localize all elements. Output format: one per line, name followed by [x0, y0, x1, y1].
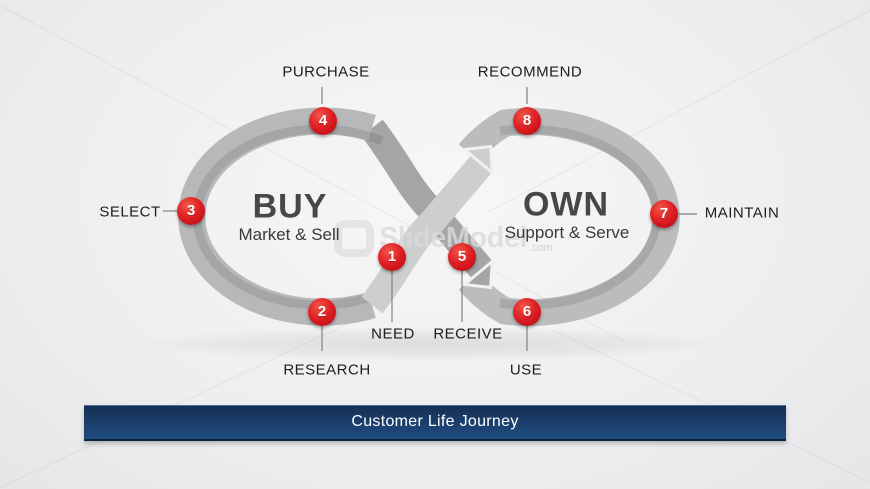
step-label-maintain: MAINTAIN: [704, 204, 780, 222]
watermark-suffix: .com: [529, 242, 553, 254]
step-label-use: USE: [509, 361, 543, 379]
step-label-receive: RECEIVE: [433, 325, 503, 343]
title-banner: Customer Life Journey: [84, 405, 786, 441]
own-subtitle: Support & Serve: [504, 223, 630, 242]
step-badge-6: 6: [513, 298, 541, 326]
buy-subtitle: Market & Sell: [238, 225, 340, 244]
step-label-recommend: RECOMMEND: [477, 63, 583, 81]
step-badge-4: 4: [309, 107, 337, 135]
step-label-purchase: PURCHASE: [282, 63, 370, 81]
under-ribbon-arrowhead-icon: [461, 257, 494, 290]
step-badge-1: 1: [378, 243, 406, 271]
step-badge-5: 5: [448, 243, 476, 271]
leader-lines: [163, 87, 697, 351]
step-badge-2: 2: [308, 298, 336, 326]
step-label-select: SELECT: [99, 203, 161, 221]
step-label-need: NEED: [371, 325, 415, 343]
title-banner-label: Customer Life Journey: [351, 413, 519, 430]
step-badge-7: 7: [650, 200, 678, 228]
step-label-research: RESEARCH: [283, 361, 371, 379]
watermark-logo-icon: [334, 220, 374, 257]
buy-title: BUY: [252, 187, 328, 226]
step-badge-3: 3: [177, 197, 205, 225]
over-ribbon-arrowhead-icon: [461, 144, 494, 177]
own-title: OWN: [522, 185, 610, 224]
drop-shadow: [135, 327, 725, 361]
step-badge-8: 8: [513, 107, 541, 135]
